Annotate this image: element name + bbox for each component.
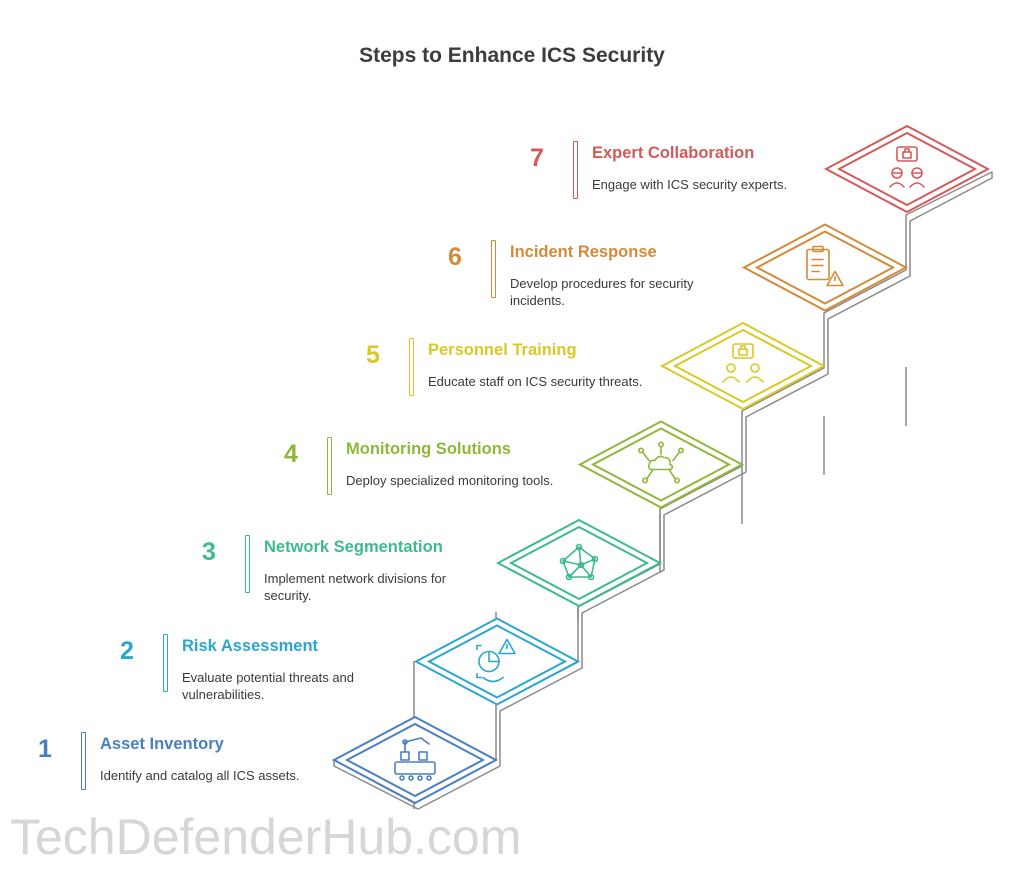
risk-analysis-icon — [476, 638, 516, 683]
step-description: Educate staff on ICS security threats. — [428, 374, 643, 389]
step-accent-bar — [491, 239, 496, 298]
step-platform-7 — [823, 124, 991, 214]
step-title: Network Segmentation — [264, 538, 443, 556]
cloud-network-icon — [637, 441, 684, 484]
conveyor-robot-arm-icon — [394, 737, 436, 781]
step-title: Incident Response — [510, 242, 657, 261]
step-platform-3 — [495, 518, 663, 608]
step-platform-5 — [659, 321, 827, 411]
step-title: Personnel Training — [428, 341, 577, 359]
step-number: 2 — [120, 636, 134, 665]
step-description: Develop procedures for security incident… — [510, 275, 694, 308]
step-platform-6 — [741, 223, 909, 312]
step-accent-bar — [81, 732, 86, 790]
step-description: Evaluate potential threats and vulnerabi… — [182, 669, 355, 702]
step-description: Implement network divisions for security… — [264, 571, 447, 603]
step-accent-bar — [409, 338, 414, 396]
experts-lock-icon — [889, 146, 925, 188]
step-platform-2 — [413, 617, 581, 706]
step-number: 3 — [202, 538, 216, 566]
step-platform-4 — [577, 420, 745, 509]
watermark: TechDefenderHub.com — [10, 809, 522, 865]
page-title: Steps to Enhance ICS Security — [359, 44, 665, 67]
step-platform-1 — [331, 715, 499, 805]
step-title: Asset Inventory — [100, 735, 224, 753]
step-number: 4 — [284, 439, 298, 468]
step-title: Risk Assessment — [182, 636, 319, 655]
step-title: Expert Collaboration — [592, 144, 755, 162]
step-number: 5 — [366, 341, 380, 369]
step-description: Deploy specialized monitoring tools. — [346, 472, 554, 488]
network-mesh-icon — [559, 543, 599, 581]
step-number: 7 — [530, 144, 544, 172]
step-accent-bar — [163, 633, 168, 692]
step-title: Monitoring Solutions — [346, 439, 511, 458]
step-description: Engage with ICS security experts. — [592, 177, 788, 192]
step-accent-bar — [245, 535, 250, 593]
step-number: 6 — [448, 242, 462, 271]
step-accent-bar — [573, 141, 578, 199]
step-description: Identify and catalog all ICS assets. — [100, 768, 300, 783]
step-number: 1 — [38, 735, 52, 763]
clipboard-warning-icon — [806, 245, 844, 287]
step-accent-bar — [327, 436, 332, 495]
training-people-lock-icon — [722, 343, 764, 383]
